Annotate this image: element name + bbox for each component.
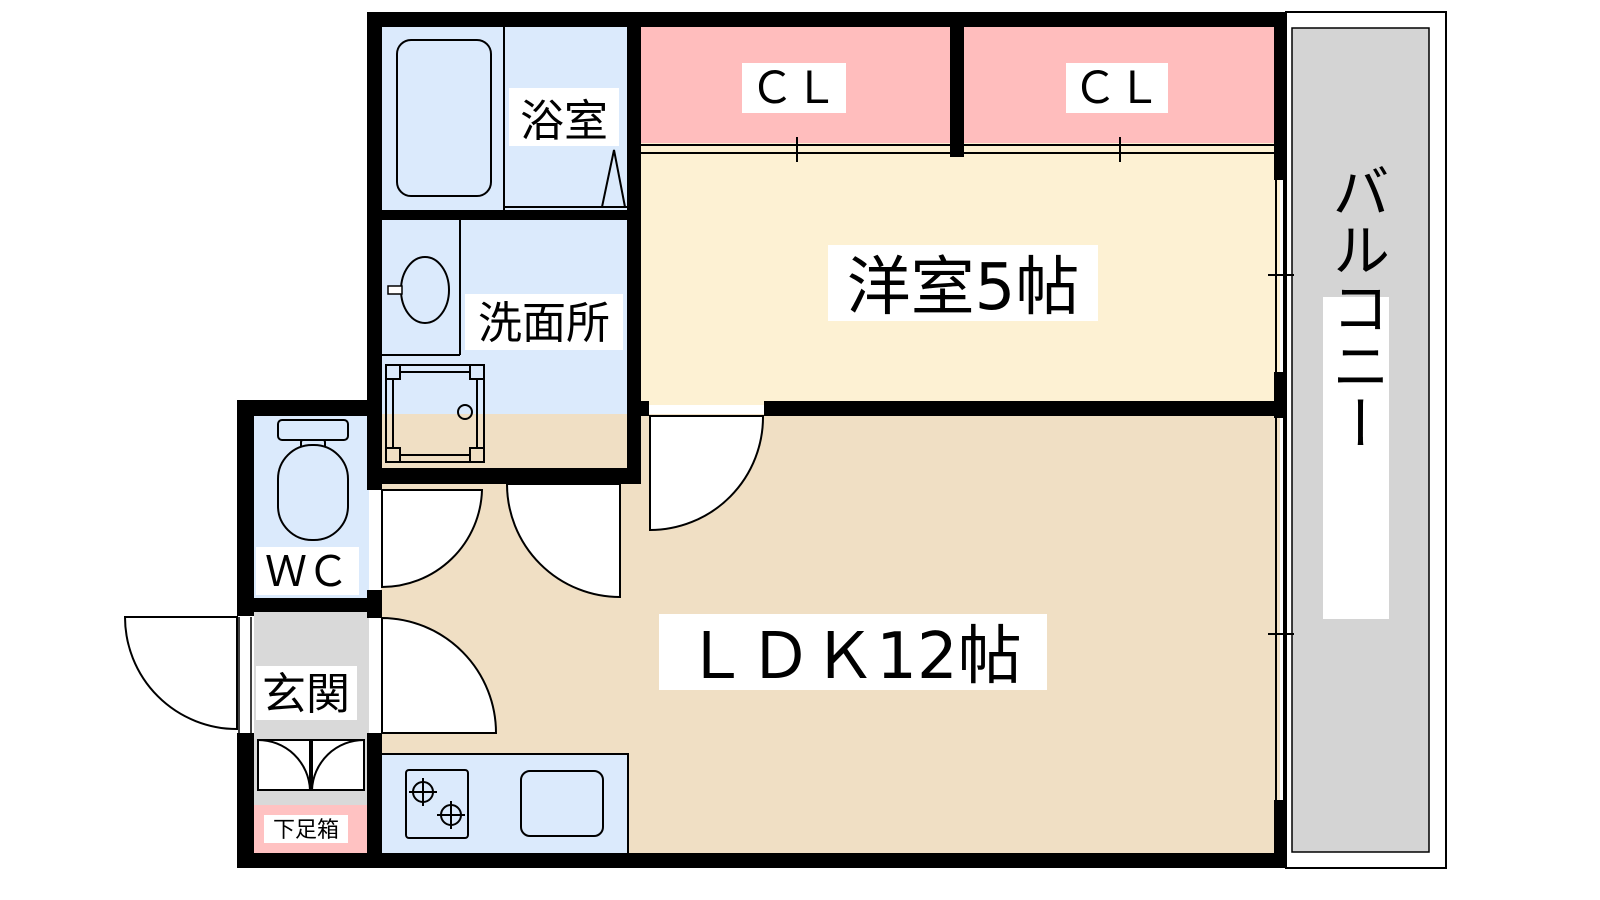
svg-text:ＷＣ: ＷＣ bbox=[265, 547, 349, 596]
label-western-room: 洋室5帖 bbox=[828, 245, 1098, 325]
svg-text:洋室5帖: 洋室5帖 bbox=[847, 251, 1080, 325]
svg-text:浴室: 浴室 bbox=[520, 96, 608, 147]
toilet-fixture bbox=[277, 419, 349, 541]
bath-folding-door bbox=[601, 149, 626, 208]
washing-machine-pan bbox=[385, 364, 485, 463]
doors bbox=[123, 415, 765, 734]
closet-door-tracks bbox=[641, 137, 1274, 162]
label-bath: 浴室 bbox=[509, 88, 619, 147]
stove bbox=[405, 769, 469, 839]
label-entrance: 玄関 bbox=[256, 666, 357, 720]
bathtub bbox=[396, 39, 492, 197]
label-washroom: 洗面所 bbox=[465, 294, 623, 350]
svg-text:玄関: 玄関 bbox=[262, 669, 350, 720]
faucet bbox=[387, 285, 403, 295]
svg-text:ＬＤＫ12帖: ＬＤＫ12帖 bbox=[684, 620, 1021, 694]
label-closet-right: ＣＬ bbox=[1066, 63, 1168, 114]
shoe-box-doors bbox=[257, 739, 365, 791]
walls bbox=[237, 12, 1286, 868]
svg-text:下足箱: 下足箱 bbox=[273, 818, 339, 843]
balcony-windows bbox=[1268, 180, 1294, 800]
label-closet-left: ＣＬ bbox=[742, 63, 846, 114]
svg-text:バルコニー: バルコニー bbox=[1322, 162, 1390, 452]
svg-text:ＣＬ: ＣＬ bbox=[750, 63, 838, 114]
label-toilet: ＷＣ bbox=[256, 547, 359, 596]
label-shoe-box: 下足箱 bbox=[264, 815, 348, 843]
label-ldk: ＬＤＫ12帖 bbox=[659, 614, 1047, 694]
label-balcony: バルコニー bbox=[1322, 162, 1390, 619]
kitchen-sink bbox=[520, 770, 604, 837]
svg-text:ＣＬ: ＣＬ bbox=[1073, 63, 1161, 114]
svg-text:洗面所: 洗面所 bbox=[478, 298, 610, 349]
